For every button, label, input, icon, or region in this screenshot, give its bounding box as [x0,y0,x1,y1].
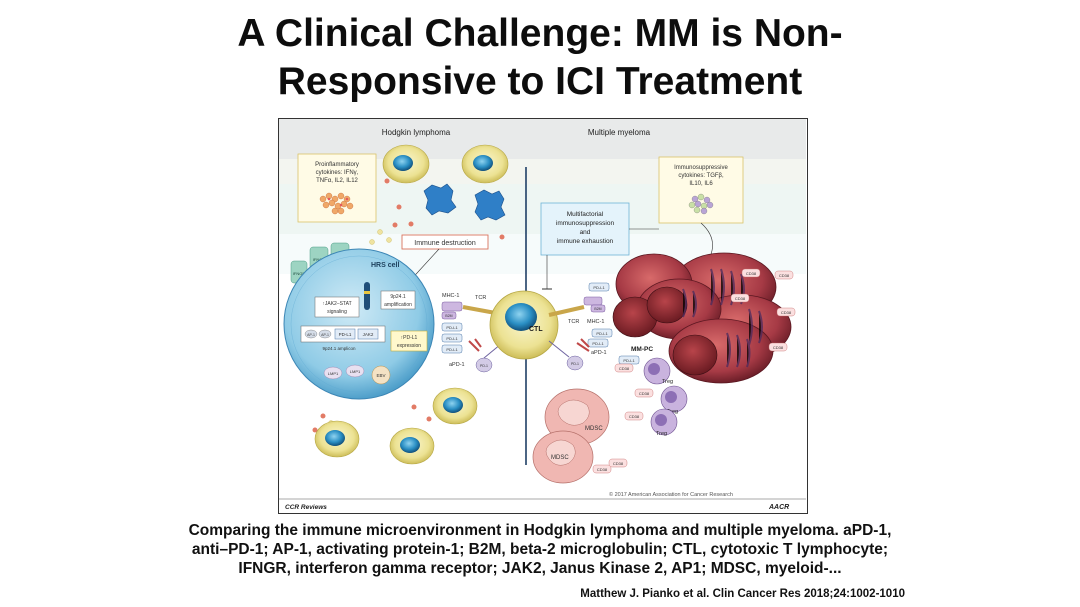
svg-text:immunosuppression: immunosuppression [556,220,615,227]
mm-pc-label: MM-PC [631,346,653,353]
diagram-svg: Hodgkin lymphoma Multiple myeloma Proinf… [279,119,806,512]
multifactorial-box: Multifactorial immunosuppression and imm… [540,202,630,256]
svg-text:CD38: CD38 [773,345,784,350]
treg-cells: Treg Treg Treg [643,357,688,437]
immune-destruction-box: Immune destruction [401,234,489,250]
ctl-label: CTL [529,326,543,333]
yellow-cell-bottom-3 [389,427,435,465]
yellow-cell-bottom-1 [432,387,478,425]
svg-text:EBV: EBV [376,373,385,378]
slide-title-line-2: Responsive to ICI Treatment [277,60,803,103]
tcr-label-right: TCR [568,319,579,325]
tcr-right [548,305,585,317]
aacr-logo: AACR [768,504,789,511]
yellow-cell-bottom-2 [314,420,360,458]
svg-text:CD38: CD38 [619,366,630,371]
hodgkin-header: Hodgkin lymphoma [382,128,451,137]
immunosuppressive-cytokines-box: Immunosuppressive cytokines: TGFβ, IL10,… [658,156,744,224]
svg-text:CD38: CD38 [597,467,608,472]
svg-text:AP-1: AP-1 [321,333,329,337]
svg-text:PD-L1: PD-L1 [446,325,458,330]
proinflammatory-cytokines-box: Proinflammatory cytokines: IFNγ, TNFα, I… [297,153,377,223]
svg-text:Immune destruction: Immune destruction [414,240,476,247]
svg-text:JAK2: JAK2 [363,332,374,337]
svg-text:and: and [580,229,591,236]
svg-text:signaling: signaling [327,309,347,315]
svg-text:↑JAK2–STAT: ↑JAK2–STAT [322,301,351,307]
svg-text:cytokines: TGFβ,: cytokines: TGFβ, [678,173,724,179]
svg-text:CD38: CD38 [781,310,792,315]
destroyed-cell-2 [474,189,506,221]
svg-text:expression: expression [397,343,421,349]
svg-text:Proinflammatory: Proinflammatory [315,162,359,168]
svg-text:PD-L1: PD-L1 [446,336,458,341]
apd1-right: aPD-1 PD-1 [548,338,607,371]
svg-text:PD-1: PD-1 [480,364,488,368]
svg-text:CD38: CD38 [779,273,790,278]
cd38-labels: CD38 CD38 CD38 CD38 CD38 CD38 CD38 CD38 … [592,268,796,474]
svg-text:PD-L1: PD-L1 [593,285,605,290]
caption-line-2: anti–PD-1; AP-1, activating protein-1; B… [191,541,889,558]
ccr-reviews-label: CCR Reviews [285,504,327,511]
destroyed-cell-1 [423,183,457,216]
slide-title-line-1: A Clinical Challenge: MM is Non- [237,12,843,55]
svg-text:B2M: B2M [445,314,452,318]
yellow-cell-top-1 [382,144,430,184]
svg-text:MHC-1: MHC-1 [587,319,604,325]
ctl-cell: CTL [489,290,559,360]
myeloma-header: Multiple myeloma [588,128,651,137]
svg-text:PD-L1: PD-L1 [339,332,352,337]
copyright-text: © 2017 American Association for Cancer R… [609,491,733,498]
hrs-surface-molecules: MHC-1 B2M PD-L1 PD-L1 PD-L1 [441,293,463,354]
immune-microenvironment-figure: Hodgkin lymphoma Multiple myeloma Proinf… [278,118,808,514]
svg-text:IL10, IL6: IL10, IL6 [689,181,713,187]
svg-text:PD-L1: PD-L1 [592,341,604,346]
hrs-cell-label: HRS cell [371,262,399,269]
svg-text:CD38: CD38 [735,296,746,301]
svg-text:amplification: amplification [384,302,412,308]
svg-text:LMP1: LMP1 [328,371,339,376]
svg-text:LMP1: LMP1 [350,369,361,374]
caption-line-3: IFNGR, interferon gamma receptor; JAK2, … [238,560,842,577]
svg-text:cytokines: IFNγ,: cytokines: IFNγ, [316,170,359,176]
svg-text:IFNGR: IFNGR [293,271,306,276]
svg-text:↑PD-L1: ↑PD-L1 [401,335,418,341]
svg-text:MHC-1: MHC-1 [442,293,459,299]
mdsc-cells: MDSC MDSC [532,388,610,484]
svg-text:PD-L1: PD-L1 [596,331,608,336]
svg-text:immune exhaustion: immune exhaustion [557,238,614,245]
svg-text:PD-L1: PD-L1 [446,347,458,352]
svg-text:PD-L1: PD-L1 [623,358,635,363]
svg-text:MDSC: MDSC [585,426,603,432]
hrs-cell: HRS cell ↑JAK2–STAT signaling 9p24.1 amp… [283,248,435,400]
figure-caption: Comparing the immune microenvironment in… [0,521,1080,578]
svg-text:CD38: CD38 [746,271,757,276]
svg-text:Multifactorial: Multifactorial [567,211,604,218]
svg-text:aPD-1: aPD-1 [449,362,465,368]
svg-text:Immunosuppressive: Immunosuppressive [674,165,728,171]
svg-text:B2M: B2M [594,307,601,311]
svg-text:AP-1: AP-1 [307,333,315,337]
slide-title: A Clinical Challenge: MM is Non- Respons… [0,10,1080,106]
yellow-cell-top-2 [461,144,509,184]
svg-text:Treg: Treg [662,379,673,385]
svg-text:CD38: CD38 [613,461,624,466]
svg-text:CD38: CD38 [639,391,650,396]
myeloma-surface-molecules: MHC-1 B2M PD-L1 PD-L1 PD-L1 PD-L1 [583,282,640,365]
caption-line-1: Comparing the immune microenvironment in… [188,522,892,539]
svg-text:9p24.1 amplicon: 9p24.1 amplicon [322,346,356,351]
svg-text:9p24.1: 9p24.1 [390,294,406,300]
citation: Matthew J. Pianko et al. Clin Cancer Res… [580,588,905,600]
svg-text:TNFα, IL2, IL12: TNFα, IL2, IL12 [316,178,358,184]
svg-text:PD-1: PD-1 [571,362,579,366]
svg-text:IFNGR: IFNGR [313,257,326,262]
svg-text:MDSC: MDSC [551,455,569,461]
svg-text:CD38: CD38 [629,414,640,419]
tcr-label-left: TCR [475,295,486,301]
svg-text:aPD-1: aPD-1 [591,350,607,356]
svg-text:Treg: Treg [656,431,667,437]
